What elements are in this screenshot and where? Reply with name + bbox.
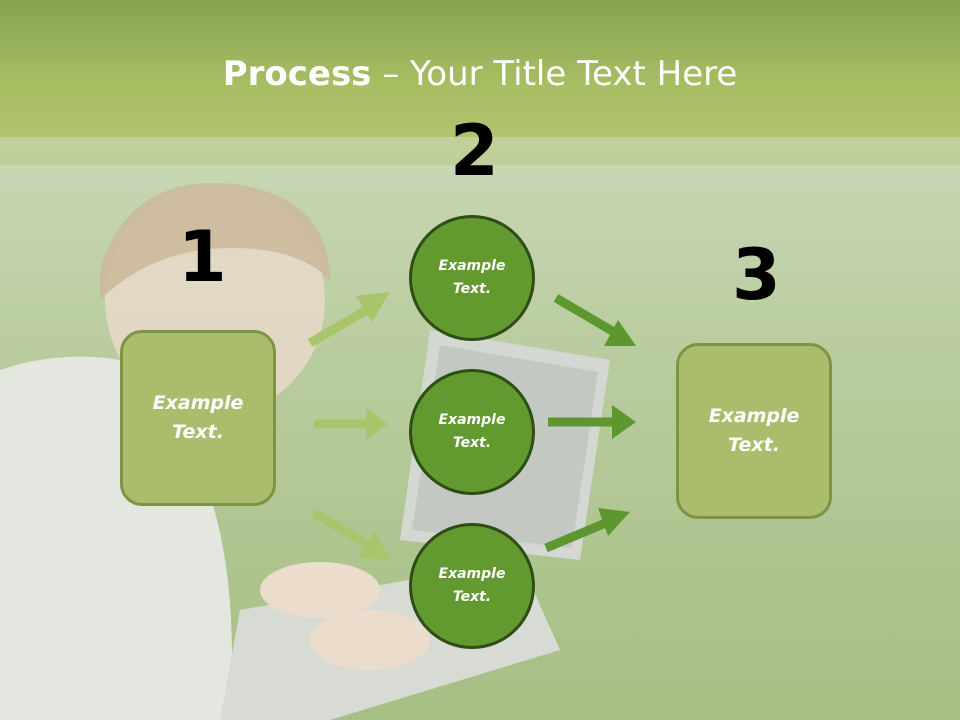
step-number-2: 2 bbox=[450, 110, 499, 192]
circle-top-text: Example Text. bbox=[438, 258, 506, 297]
step-number-1: 1 bbox=[178, 216, 227, 298]
arrow-middle-to-right bbox=[548, 405, 636, 439]
slide-title: Process – Your Title Text Here bbox=[0, 52, 960, 96]
title-rest: – Your Title Text Here bbox=[371, 54, 738, 94]
step2-circle-top: Example Text. bbox=[409, 215, 535, 341]
title-bold: Process bbox=[222, 54, 372, 94]
title-header-bar bbox=[0, 0, 960, 137]
step2-circle-bottom: Example Text. bbox=[409, 523, 535, 649]
arrow-left-to-top bbox=[307, 292, 390, 347]
step1-box: Example Text. bbox=[120, 330, 276, 506]
circle-bottom-text: Example Text. bbox=[438, 566, 506, 605]
arrow-top-to-right bbox=[553, 294, 636, 346]
arrow-left-to-bottom bbox=[311, 509, 392, 560]
header-band bbox=[0, 137, 960, 165]
arrow-bottom-to-right bbox=[544, 508, 630, 553]
step2-circle-middle: Example Text. bbox=[409, 369, 535, 495]
step-number-3: 3 bbox=[732, 234, 781, 316]
arrow-left-to-middle bbox=[314, 408, 388, 440]
step3-box: Example Text. bbox=[676, 343, 832, 519]
circle-middle-text: Example Text. bbox=[438, 412, 506, 451]
step1-box-text: Example Text. bbox=[152, 392, 244, 443]
step3-box-text: Example Text. bbox=[708, 405, 800, 456]
